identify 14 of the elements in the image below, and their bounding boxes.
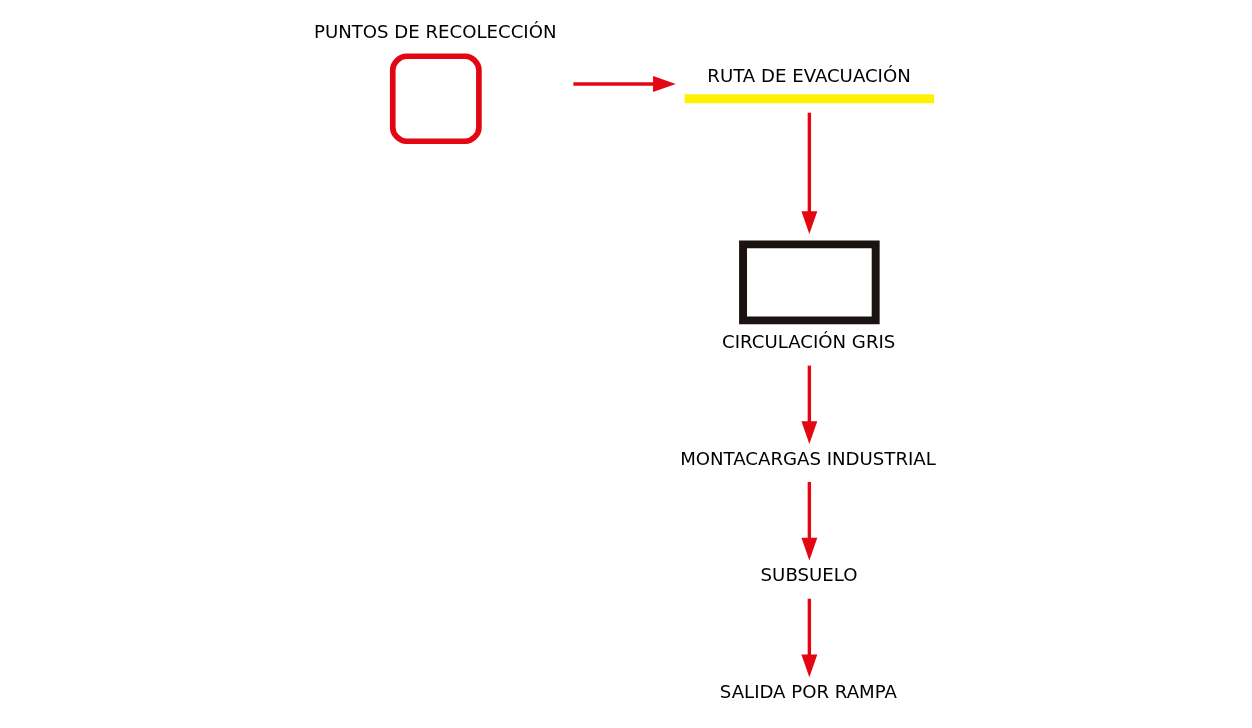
node-text: SALIDA POR RAMPA (719, 681, 897, 703)
node-label: RUTA DE EVACUACIÓN (707, 64, 911, 86)
arrow (801, 598, 818, 678)
node-text: MONTACARGAS INDUSTRIAL (680, 447, 936, 469)
arrow (801, 365, 818, 444)
node-label: PUNTOS DE RECOLECCIÓN (313, 21, 557, 43)
node-box (389, 53, 482, 145)
arrow (801, 481, 818, 561)
node-text: SUBSUELO (760, 564, 858, 586)
node-box (684, 94, 935, 104)
arrow (573, 76, 676, 92)
arrow (801, 112, 818, 235)
node-box (739, 240, 880, 325)
node-label: CIRCULACIÓN GRIS (722, 330, 896, 352)
